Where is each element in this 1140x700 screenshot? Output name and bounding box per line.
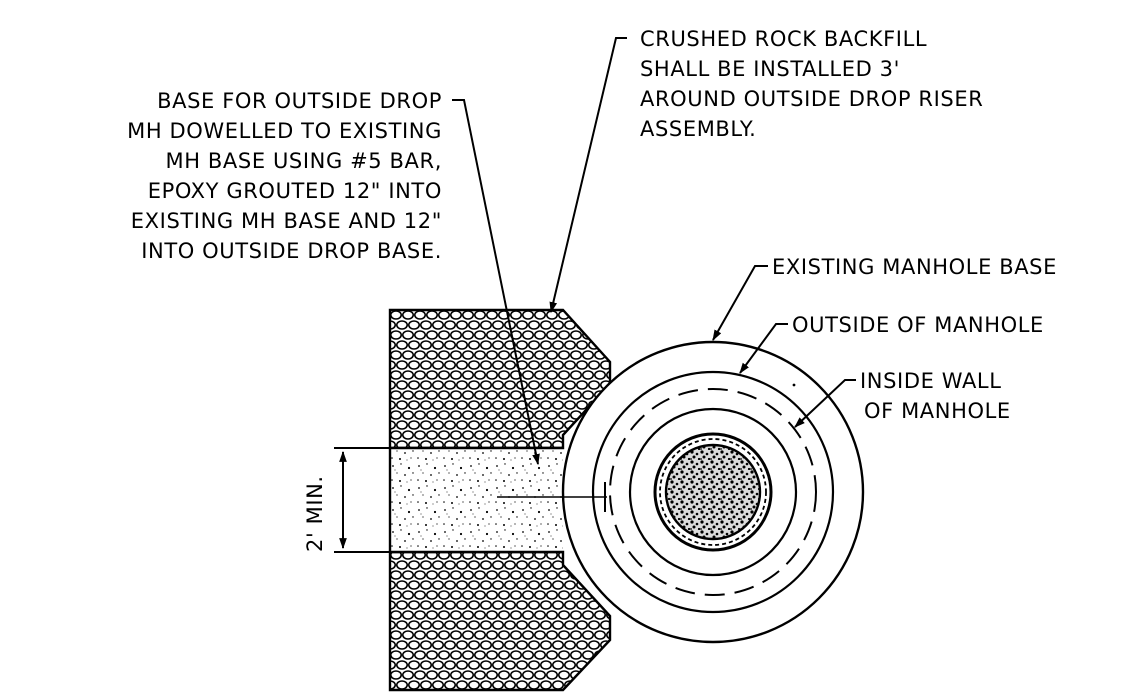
leader-dowel [452,99,540,466]
backfill-note-line: SHALL BE INSTALLED 3' [640,57,900,81]
riser-outer-circle [628,407,798,577]
leader-backfill [549,37,627,314]
dowel-note: BASE FOR OUTSIDE DROP MH DOWELLED TO EXI… [127,86,442,266]
centre-dot [792,383,796,387]
drop-riser-ring [653,432,773,552]
inside-wall-circle [609,388,817,596]
existing-base-label: EXISTING MANHOLE BASE [772,252,1057,282]
dowel-note-line: EPOXY GROUTED 12" INTO [147,179,442,203]
inside-wall-line: OF MANHOLE [864,399,1011,423]
dowel-note-line: INTO OUTSIDE DROP BASE. [141,239,442,263]
dowel-note-line: EXISTING MH BASE AND 12" [130,209,442,233]
backfill-note: CRUSHED ROCK BACKFILL SHALL BE INSTALLED… [640,24,983,144]
drop-riser-grit [664,443,762,541]
dimension-2ft-min: 2' MIN. [303,447,390,553]
backfill-note-line: ASSEMBLY. [640,117,757,141]
dowel-note-line: MH BASE USING #5 BAR, [165,149,442,173]
dowel-note-line: MH DOWELLED TO EXISTING [127,119,442,143]
existing-base-text: EXISTING MANHOLE BASE [772,255,1057,279]
leader-inside-wall [794,379,856,428]
inside-wall-line: INSIDE WALL [860,369,1002,393]
outside-of-manhole-label: OUTSIDE OF MANHOLE [792,310,1044,340]
leader-existing-base [712,265,768,341]
outside-drop-base [388,446,563,554]
manhole-plan [561,340,865,644]
dimension-label: 2' MIN. [303,475,327,552]
outside-of-manhole-text: OUTSIDE OF MANHOLE [792,313,1044,337]
dowel-note-line: BASE FOR OUTSIDE DROP [157,89,442,113]
outside-of-manhole-circle [591,370,835,614]
inside-wall-label: INSIDE WALL OF MANHOLE [860,366,1011,426]
drop-riser-ring-inner [659,438,767,546]
backfill-note-line: AROUND OUTSIDE DROP RISER [640,87,984,111]
backfill-note-line: CRUSHED ROCK BACKFILL [640,27,928,51]
leaders [452,37,856,466]
leader-outside [739,323,788,374]
